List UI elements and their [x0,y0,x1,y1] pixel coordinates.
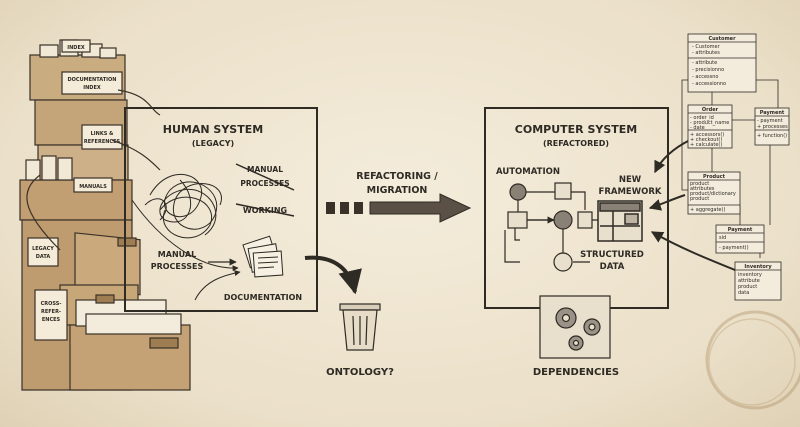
tangled-process-scribble [144,174,222,239]
uml-class-diagram [681,33,790,301]
uml-row: - attribute [692,60,717,66]
manual-processes-struck-line1: MANUAL [247,165,283,174]
automation-label: AUTOMATION [496,167,560,177]
document-stack [242,235,284,278]
uml-product-title: Product [703,174,726,180]
cabinet-label: INDEX [83,85,101,91]
human-system-subtitle: (LEGACY) [192,139,234,148]
gear-icon [555,307,601,351]
uml-row: product [738,284,757,290]
uml-class-product [687,171,741,215]
uml-row: inventory [738,272,762,278]
uml-row: - accessno [692,74,718,80]
uml-class-customer [687,33,757,93]
ontology-trash-bin [304,255,381,351]
structured-data-line1: STRUCTURED [580,250,644,260]
uml-class-order [687,104,733,149]
manual-processes-line1: MANUAL [158,250,196,259]
ontology-label: ONTOLOGY? [326,367,394,378]
uml-inventory-title: Inventory [744,264,772,270]
uml-row: - order_id [690,115,714,121]
uml-row: - accessionno [692,81,726,87]
human-system-box: HUMAN SYSTEM (LEGACY) MANUAL PROCESSES W… [124,107,318,312]
uml-row: + function() [757,133,787,139]
uml-row: attribute [738,278,760,284]
uml-row: - product_name [690,120,729,126]
automation-flowchart [504,182,598,272]
uml-row: product [690,196,709,202]
uml-row: - date [690,125,705,131]
documentation-label: DOCUMENTATION [224,293,302,302]
cabinet-label: REFER- [41,309,61,315]
uml-row: - attributes [692,50,720,56]
cabinet-label: DATA [36,254,51,260]
uml-order-title: Order [702,107,719,113]
uml-row: - payment() [719,245,749,251]
uml-customer-title: Customer [708,36,736,42]
dependencies-box [539,295,611,359]
uml-row: attributes [690,186,715,192]
coffee-stain [705,310,800,410]
uml-row: - Customer [692,44,721,50]
cabinet-label: DOCUMENTATION [68,77,117,83]
cabinet-label: ENCES [42,317,61,323]
computer-system-box: COMPUTER SYSTEM (REFACTORED) AUTOMATION … [484,107,741,309]
uml-row: + aggregate() [690,207,725,213]
structured-data-line2: DATA [600,262,625,272]
uml-class-payment-2 [715,224,765,254]
uml-row: - precisionno [692,67,724,73]
migration-label-line1: REFACTORING / [356,171,438,182]
uml-row: product [690,181,709,187]
uml-row: sid [719,235,726,241]
cabinet-label: CROSS- [41,301,62,307]
uml-payment-title: Payment [760,110,785,116]
migration-arrow: REFACTORING / MIGRATION [326,171,472,223]
cabinet-label: LINKS & [91,131,114,137]
uml-row: product/dictionary [690,191,736,197]
dependencies-label: DEPENDENCIES [533,367,619,378]
uml-row: + checkout() [690,137,722,143]
new-framework-line2: FRAMEWORK [599,187,662,197]
new-framework-line1: NEW [619,175,642,185]
manual-processes-line2: PROCESSES [151,262,204,271]
uml-row: + calculate() [690,142,722,148]
uml-class-inventory [734,261,782,301]
human-system-title: HUMAN SYSTEM [163,123,263,136]
manual-processes-struck-line2: PROCESSES [240,179,289,188]
uml-payment-2-title: Payment [728,227,753,233]
cabinet-label: INDEX [67,45,85,51]
computer-system-subtitle: (REFACTORED) [543,139,609,148]
cabinet-label: MANUALS [79,184,107,190]
cabinet-labels: INDEX DOCUMENTATION INDEX LINKS & REFERE… [32,45,120,323]
uml-row: data [738,290,749,296]
computer-system-title: COMPUTER SYSTEM [515,123,637,136]
cabinet-label: REFERENCES [84,139,121,145]
cabinet-label: LEGACY [32,246,54,252]
framework-grid [597,200,643,242]
uml-row: + accessors() [690,132,724,138]
migration-label-line2: MIGRATION [367,185,428,196]
uml-class-payment [754,107,790,146]
uml-row: - payment [757,118,783,124]
uml-text: Customer - Customer - attributes - attri… [690,36,788,296]
uml-row: + processes [757,124,788,130]
